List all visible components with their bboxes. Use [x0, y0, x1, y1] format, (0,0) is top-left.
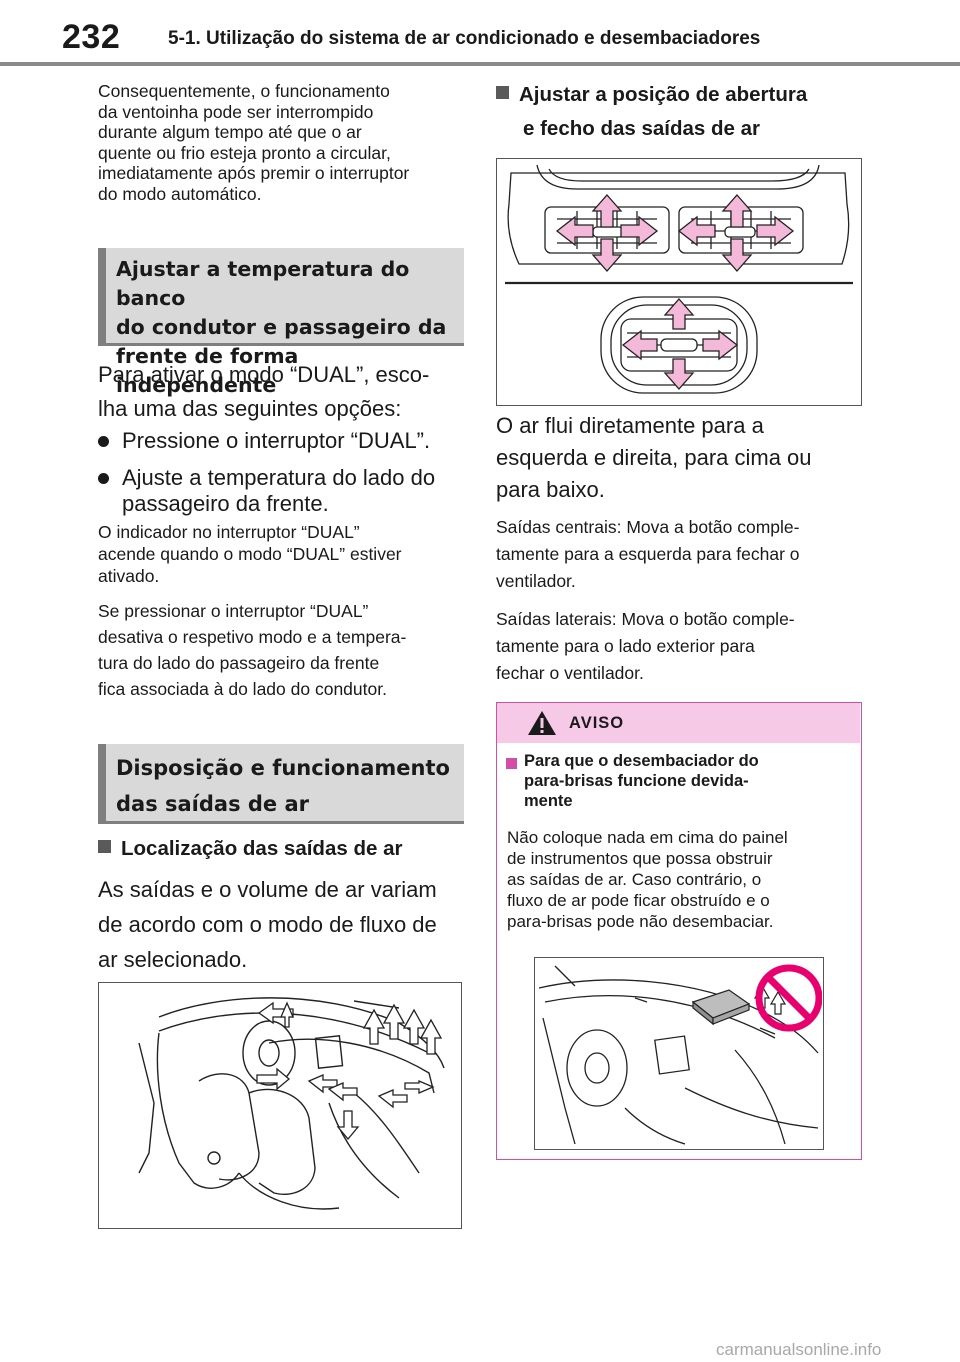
page-header: 232 5-1. Utilização do sistema de ar con… [0, 0, 960, 66]
intro-line: quente ou frio esteja pronto a circular, [98, 142, 391, 163]
intro-line: durante algum tempo até que o ar [98, 122, 362, 142]
air-flow-line: O ar flui diretamente para a [496, 413, 764, 438]
intro-line: imediatamente após premir o interruptor [98, 163, 410, 183]
dual-intro-line: Para ativar o modo “DUAL”, esco- [98, 362, 430, 387]
subheading-line: Ajustar a posição de abertura [496, 78, 862, 112]
section-heading-line: do condutor e passageiro da [116, 315, 447, 339]
warning-header: AVISO [497, 703, 860, 743]
air-flow-line: esquerda e direita, para cima ou [496, 445, 812, 470]
warning-subheading: Para que o desembaciador do para-brisas … [524, 751, 844, 811]
chapter-title: 5-1. Utilização do sistema de ar condici… [168, 28, 761, 49]
section-heading-line: Disposição e funcionamento [116, 756, 450, 780]
note-dual-indicator: O indicador no interruptor “DUAL” acende… [98, 521, 464, 587]
note-line: fica associada à do lado do condutor. [98, 679, 387, 699]
warning-illustration [534, 957, 824, 1150]
subheading-text: Ajustar a posição de abertura [519, 83, 808, 106]
note-line: Se pressionar o interruptor “DUAL” [98, 601, 369, 621]
note-line: tamente para a esquerda para fechar o [496, 544, 800, 564]
square-bullet-icon [496, 86, 509, 99]
warning-box: AVISO Para que o desembaciador do para-b… [496, 702, 862, 1160]
page-number: 232 [62, 18, 121, 56]
subheading-text: Localização das saídas de ar [121, 837, 403, 860]
bullet-text: Pressione o interruptor “DUAL”. [122, 428, 431, 453]
warning-text-line: as saídas de ar. Caso contrário, o [507, 870, 762, 889]
prohibited-sign-icon [755, 964, 823, 1032]
note-line: acende quando o modo “DUAL” estiver [98, 544, 402, 564]
section-heading-vents: Disposição e funcionamento das saídas de… [98, 744, 464, 824]
subheading-vent-location: Localização das saídas de ar [98, 832, 464, 865]
bullet-item: Ajuste a temperatura do lado do passagei… [98, 465, 464, 517]
central-vents-note: Saídas centrais: Mova a botão comple- ta… [496, 514, 862, 595]
dashboard-drawing [538, 964, 823, 1145]
dual-intro: Para ativar o modo “DUAL”, esco- lha uma… [98, 358, 464, 426]
note-dual-off: Se pressionar o interruptor “DUAL” desat… [98, 598, 464, 702]
note-line: O indicador no interruptor “DUAL” [98, 522, 360, 542]
note-line: Saídas centrais: Mova a botão comple- [496, 517, 800, 537]
warning-text-line: fluxo de ar pode ficar obstruído e o [507, 891, 770, 910]
air-flow-text: O ar flui diretamente para a esquerda e … [496, 410, 862, 506]
warning-subheading-line: para-brisas funcione devida- [524, 772, 749, 790]
interior-drawing [138, 997, 445, 1210]
square-bullet-icon [98, 840, 111, 853]
bullet-item: Pressione o interruptor “DUAL”. [98, 428, 464, 454]
bullet-icon [98, 473, 109, 484]
side-vents-note: Saídas laterais: Mova o botão comple- ta… [496, 606, 862, 687]
warning-text-line: Não coloque nada em cima do painel [507, 828, 788, 847]
vent-volume-line: ar selecionado. [98, 947, 248, 972]
intro-paragraph: Consequentemente, o funcionamento da ven… [98, 81, 464, 204]
note-line: tura do lado do passageiro da frente [98, 653, 380, 673]
section-heading-line: Ajustar a temperatura do banco [116, 257, 410, 310]
interior-illustration [98, 982, 462, 1229]
intro-line: Consequentemente, o funcionamento [98, 81, 390, 101]
vent-volume-line: de acordo com o modo de fluxo de [98, 912, 437, 937]
warning-text: Não coloque nada em cima do painel de in… [507, 827, 852, 932]
note-line: ativado. [98, 566, 160, 586]
subheading-vent-adjust: Ajustar a posição de abertura e fecho da… [496, 78, 862, 146]
dual-intro-line: lha uma das seguintes opções: [98, 396, 402, 421]
header-rule [0, 62, 960, 66]
air-flow-line: para baixo. [496, 477, 605, 502]
note-line: fechar o ventilador. [496, 663, 644, 683]
section-heading-dual: Ajustar a temperatura do banco do condut… [98, 248, 464, 397]
intro-line: do modo automático. [98, 183, 262, 204]
bullet-icon [98, 436, 109, 447]
bullet-text: Ajuste a temperatura do lado do [122, 465, 436, 490]
note-line: tamente para o lado exterior para [496, 636, 755, 656]
note-line: Saídas laterais: Mova o botão comple- [496, 609, 795, 629]
warning-title: AVISO [569, 714, 625, 732]
vent-volume-line: As saídas e o volume de ar variam [98, 877, 437, 902]
bullet-text: passageiro da frente. [122, 491, 329, 516]
section-heading-line: das saídas de ar [116, 792, 310, 816]
warning-subheading-line: mente [524, 792, 573, 810]
warning-text-line: de instrumentos que possa obstruir [507, 849, 773, 868]
vent-illustration [496, 158, 862, 406]
note-line: desativa o respetivo modo e a tempera- [98, 627, 407, 647]
note-line: ventilador. [496, 571, 576, 591]
vent-drawing [505, 164, 853, 394]
subheading-text: e fecho das saídas de ar [523, 117, 761, 140]
section-heading-line: frente de forma independente [116, 344, 299, 397]
warning-triangle-icon [528, 711, 556, 735]
watermark: carmanualsonline.info [716, 1340, 882, 1359]
warning-text-line: para-brisas pode não desembaciar. [507, 912, 774, 931]
intro-line: da ventoinha pode ser interrompido [98, 101, 374, 122]
vent-volume-text: As saídas e o volume de ar variam de aco… [98, 872, 464, 977]
square-bullet-icon [506, 758, 517, 769]
warning-subheading-line: Para que o desembaciador do [524, 752, 759, 770]
